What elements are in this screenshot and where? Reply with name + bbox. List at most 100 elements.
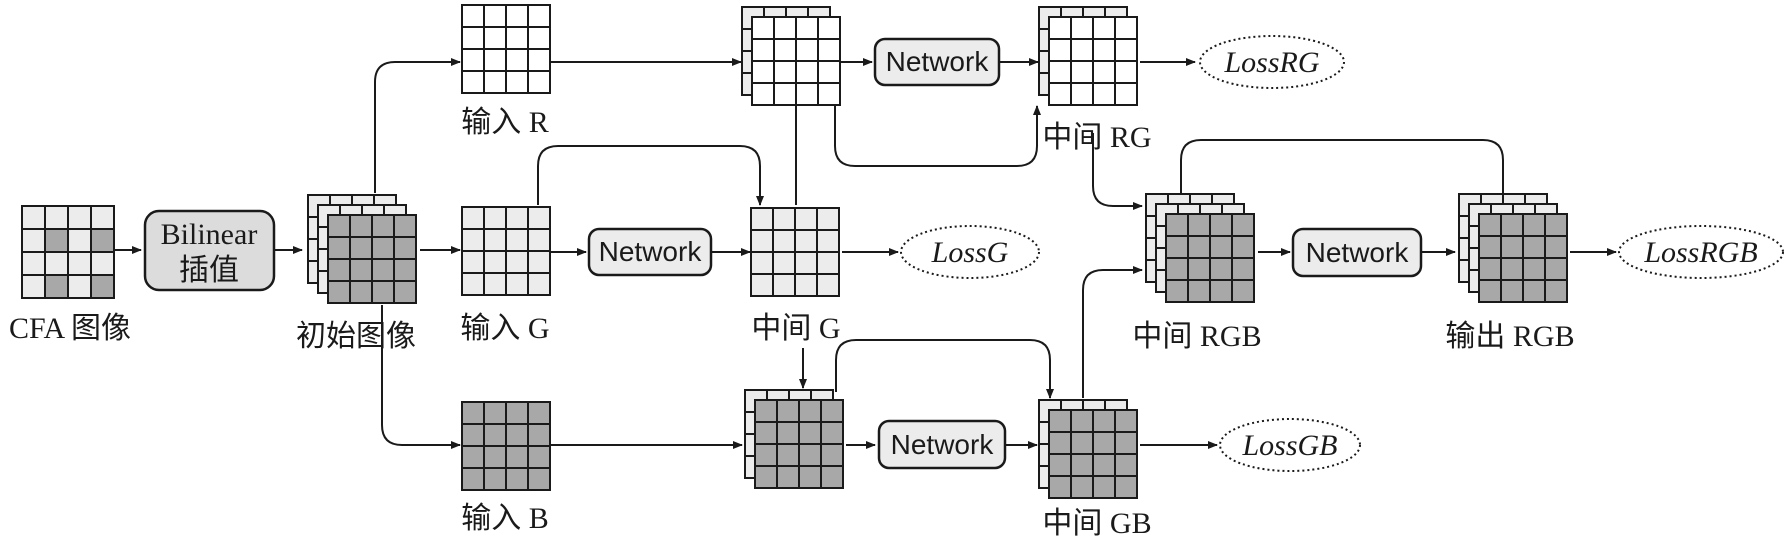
grid-cell <box>90 205 115 230</box>
arrow-stack-r-to-mid-rg <box>834 105 1041 167</box>
grid-cell <box>461 228 485 252</box>
grid-cell <box>820 465 844 489</box>
grid-cell <box>820 443 844 467</box>
grid-cell <box>1165 279 1189 303</box>
grid-cell <box>67 205 92 230</box>
grid-cell <box>1048 38 1072 62</box>
grid-cell <box>795 38 819 62</box>
grid-cell <box>393 258 417 282</box>
grid-cell <box>527 206 551 230</box>
network-rg-label: Network <box>886 46 990 77</box>
grid-cell <box>1187 279 1211 303</box>
grid-cell <box>483 206 507 230</box>
grid-cell <box>505 445 529 469</box>
grid-cell <box>1114 60 1138 84</box>
grid-cell <box>794 273 818 297</box>
grid-cell <box>21 228 46 253</box>
grid-cell <box>527 48 551 72</box>
grid-cell <box>751 16 775 40</box>
grid-cell <box>461 445 485 469</box>
grid-cell <box>461 401 485 425</box>
image-grids <box>21 4 1568 499</box>
grid-cell <box>798 421 822 445</box>
grid-cell <box>505 48 529 72</box>
network-gb-box <box>877 419 1007 470</box>
grid-cell <box>1187 257 1211 281</box>
loss-rgb-label: LossRGB <box>1643 236 1757 269</box>
grid-cell <box>371 258 395 282</box>
grid-cell <box>483 250 507 274</box>
grid-cell <box>1522 279 1546 303</box>
grid-cell <box>483 423 507 447</box>
grid-cell <box>505 467 529 491</box>
mid-rg-label: 中间 RG <box>1042 121 1151 154</box>
grid-cell <box>349 280 373 304</box>
input-r-grid <box>461 4 551 94</box>
grid-cell <box>505 26 529 50</box>
grid-cell <box>527 445 551 469</box>
grid-cell <box>1114 409 1138 433</box>
grid-cell <box>1048 409 1072 433</box>
grid-cell <box>1165 213 1189 237</box>
grid-cell <box>1114 475 1138 499</box>
grid-cell <box>21 205 46 230</box>
grid-cell <box>527 423 551 447</box>
stack-r-grid-layer-2 <box>751 16 841 106</box>
input-b-label: 输入 B <box>461 502 549 535</box>
grid-cell <box>505 423 529 447</box>
grid-cell <box>1070 16 1094 40</box>
arrow-input-g-to-mid-g <box>537 145 764 206</box>
grid-cell <box>1500 213 1524 237</box>
grid-cell <box>1478 213 1502 237</box>
grid-cell <box>1048 82 1072 106</box>
grid-cell <box>1114 431 1138 455</box>
grid-cell <box>505 250 529 274</box>
grid-cell <box>816 251 840 275</box>
grid-cell <box>461 423 485 447</box>
loss-rg-block: LossRG <box>1199 35 1345 89</box>
grid-cell <box>371 280 395 304</box>
grid-cell <box>21 274 46 299</box>
grid-cell <box>1522 213 1546 237</box>
grid-cell <box>1070 431 1094 455</box>
grid-cell <box>1209 235 1233 259</box>
grid-cell <box>44 228 69 253</box>
grid-cell <box>773 60 797 84</box>
arrow-stack-b-to-mid-gb <box>835 339 1054 399</box>
grid-cell <box>1544 235 1568 259</box>
grid-cell <box>527 272 551 296</box>
grid-cell <box>772 273 796 297</box>
grid-cell <box>1500 279 1524 303</box>
grid-cell <box>461 70 485 94</box>
grid-cell <box>527 4 551 28</box>
grid-cell <box>90 228 115 253</box>
grid-cell <box>751 82 775 106</box>
mid-rgb-grid-layer-3 <box>1165 213 1255 303</box>
network-rgb-label: Network <box>1306 237 1410 268</box>
grid-cell <box>776 421 800 445</box>
grid-cell <box>817 16 841 40</box>
grid-cell <box>772 207 796 231</box>
grid-cell <box>21 251 46 276</box>
grid-cell <box>750 229 774 253</box>
input-g-grid <box>461 206 551 296</box>
grid-cell <box>1231 257 1255 281</box>
grid-cell <box>527 26 551 50</box>
loss-gb-block: LossGB <box>1219 418 1361 472</box>
network-g-block: Network <box>587 227 713 277</box>
grid-cell <box>772 251 796 275</box>
grid-cell <box>461 26 485 50</box>
grid-cell <box>1114 453 1138 477</box>
grid-cell <box>90 274 115 299</box>
grid-cell <box>1231 235 1255 259</box>
grid-cell <box>1522 235 1546 259</box>
grid-cell <box>754 465 778 489</box>
grid-cell <box>1070 82 1094 106</box>
grid-cell <box>773 38 797 62</box>
grid-cell <box>751 38 775 62</box>
network-rgb-box <box>1291 227 1423 278</box>
grid-cell <box>1209 257 1233 281</box>
grid-cell <box>1070 453 1094 477</box>
bilinear-label-line2: 插值 <box>179 254 239 287</box>
